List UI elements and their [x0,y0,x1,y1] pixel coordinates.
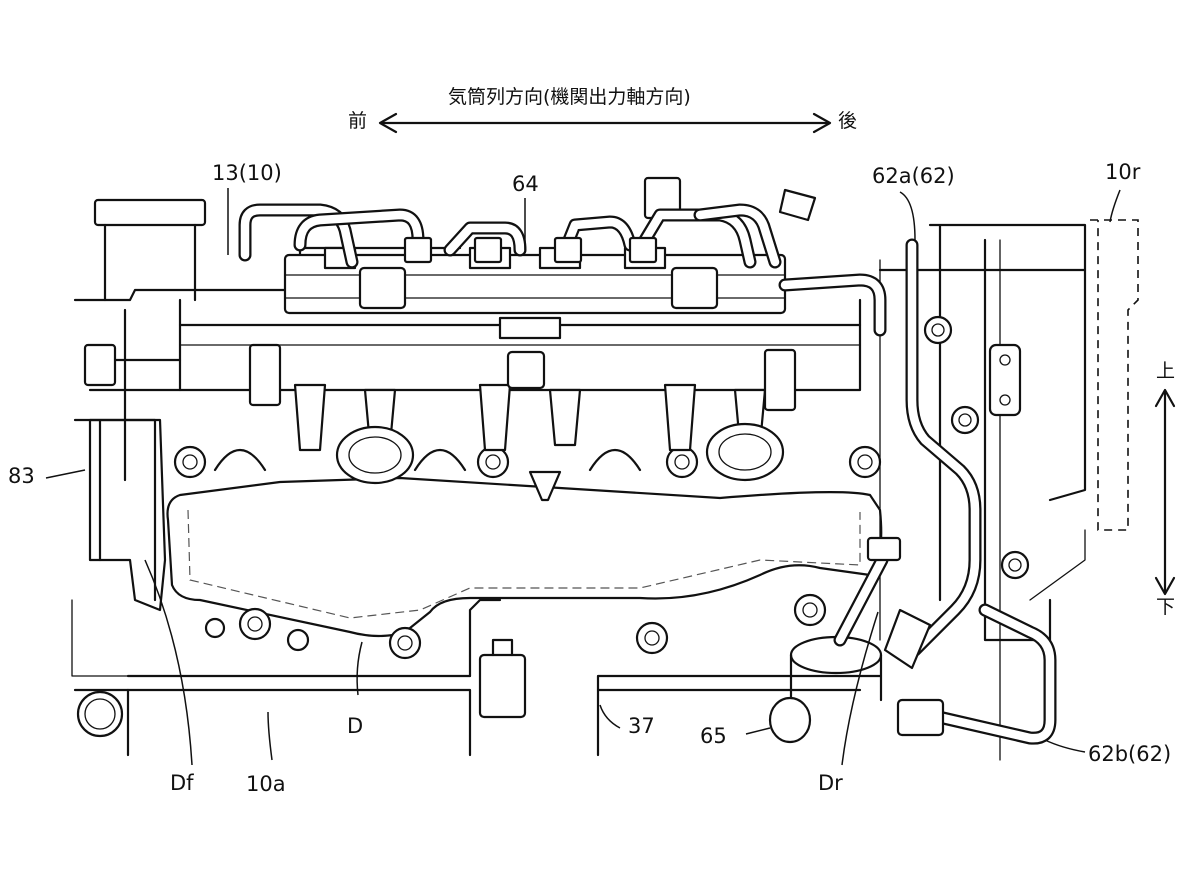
intake-duct [166,476,883,638]
injection-pipes [238,203,782,269]
up-down-arrow [1154,388,1176,596]
rear-duct-stub-inner [835,555,887,645]
front-label: 前 [348,110,368,132]
front-rear-arrow [378,112,832,134]
supply-pipe-62b-inner [925,605,1055,743]
sensor-tag [478,653,527,719]
label-pipe-a: 62a(62) [872,164,955,188]
label-duct: D [347,714,364,738]
label-block-rear: 10r [1105,160,1141,184]
label-pipe-b: 62b(62) [1088,742,1172,766]
down-label: 下 [1156,596,1176,618]
label-head: 13(10) [212,161,282,185]
rear-block-dashed-outline [1090,219,1139,531]
rail-return-pipe-inner [780,275,885,335]
label-block: 10a [246,772,286,796]
intake-duct-inner [187,509,861,619]
label-pump-rail: 64 [512,172,539,196]
cylinder-block [71,598,882,757]
leader-lines [45,188,1121,766]
bolt-row [173,315,1030,660]
cylinder-head [73,223,1087,761]
front-bracket [88,418,167,612]
rear-label: 後 [838,110,858,132]
label-part-65: 65 [700,724,727,748]
injectors [403,236,658,264]
label-part-37: 37 [628,714,655,738]
label-part-83: 83 [8,464,35,488]
duct-connector [866,536,902,562]
label-duct-front: Df [170,771,194,795]
cam-bosses [213,383,785,502]
supply-pipe-62a-inner [907,240,980,655]
label-duct-rear: Dr [818,771,843,795]
fuel-pump [768,608,945,744]
fuel-rail [83,176,817,412]
direction-axis-label: 気筒列方向(機関出力軸方向) [448,86,691,108]
up-label: 上 [1156,360,1176,382]
